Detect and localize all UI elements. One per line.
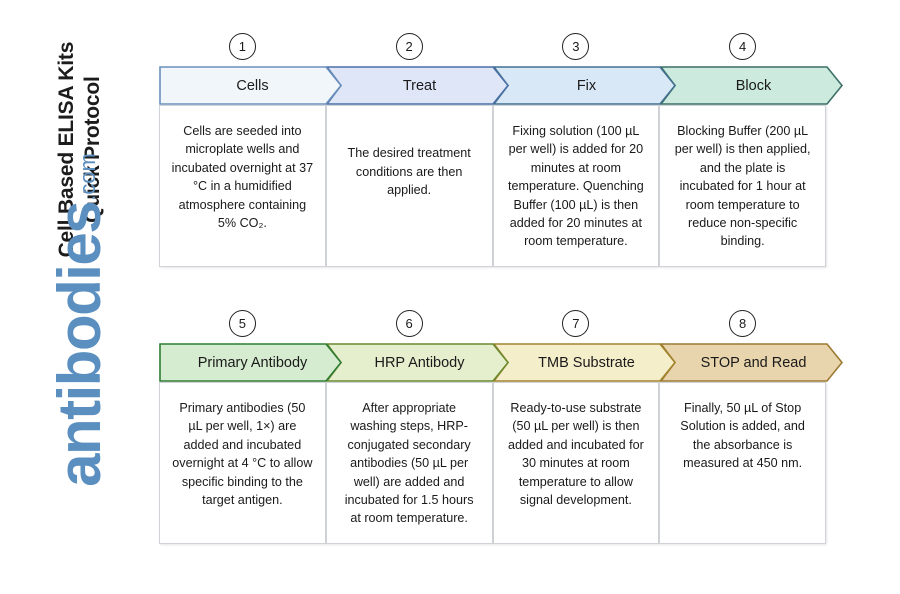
step-description-text: Fixing solution (100 µL per well) is add… [507, 124, 644, 249]
step-banner-label-8: STOP and Read [700, 354, 807, 371]
step-description-box-5: Primary antibodies (50 µL per well, 1×) … [159, 382, 326, 544]
step-description-text: Cells are seeded into microplate wells a… [171, 124, 314, 230]
step-number-strip: 1 2 3 4 [159, 30, 843, 66]
step-banner-1[interactable]: Cells [159, 66, 342, 105]
step-banner-label-7: TMB Substrate [538, 354, 635, 371]
page-title: Cell Based ELISA Kits Quick Protocol [0, 0, 160, 300]
step-number-badge-1: 1 [228, 33, 256, 60]
step-description-strip: Cells are seeded into microplate wells a… [159, 105, 826, 267]
step-banner-7[interactable]: TMB Substrate [493, 343, 676, 382]
step-description-text: The desired treatment conditions are the… [347, 146, 471, 198]
step-banner-4[interactable]: Block [660, 66, 843, 105]
step-number-value: 1 [238, 39, 246, 54]
step-description-box-8: Finally, 50 µL of Stop Solution is added… [659, 382, 826, 544]
step-banner-label-5: Primary Antibody [197, 354, 308, 371]
step-number-badge-7: 7 [562, 310, 590, 337]
step-banner-label-4: Block [735, 77, 772, 94]
step-description-text: Ready-to-use substrate (50 µL per well) … [507, 401, 644, 507]
step-number-value: 5 [238, 316, 246, 331]
step-number-badge-6: 6 [395, 310, 423, 337]
step-description-box-3: Fixing solution (100 µL per well) is add… [492, 105, 660, 267]
step-description-strip: Primary antibodies (50 µL per well, 1×) … [159, 382, 826, 544]
step-description-box-2: The desired treatment conditions are the… [325, 105, 493, 267]
step-banner-strip: Primary Antibody HRP Antibody TMB Substrat… [159, 343, 843, 382]
step-number-strip: 5 6 7 8 [159, 307, 843, 343]
step-description-text: Blocking Buffer (200 µL per well) is the… [674, 124, 811, 249]
step-number-value: 2 [405, 39, 413, 54]
step-banner-2[interactable]: Treat [326, 66, 509, 105]
step-banner-label-6: HRP Antibody [374, 354, 465, 371]
step-banner-label-1: Cells [236, 77, 269, 94]
step-description-text: After appropriate washing steps, HRP-con… [344, 401, 474, 526]
step-banner-label-2: Treat [402, 77, 437, 94]
step-number-badge-8: 8 [729, 310, 757, 337]
step-banner-8[interactable]: STOP and Read [660, 343, 843, 382]
chevron-shape-icon [159, 66, 342, 105]
page-title-line-1: Cell Based ELISA Kits [55, 42, 79, 258]
step-description-text: Finally, 50 µL of Stop Solution is added… [680, 401, 805, 471]
page-title-line-2: Quick Protocol [81, 76, 104, 224]
step-description-box-6: After appropriate washing steps, HRP-con… [325, 382, 493, 544]
step-banner-label-3: Fix [576, 77, 597, 94]
step-description-box-7: Ready-to-use substrate (50 µL per well) … [492, 382, 660, 544]
step-number-badge-3: 3 [562, 33, 590, 60]
watermark-tld-text: .com [75, 153, 100, 201]
step-number-badge-4: 4 [729, 33, 757, 60]
chevron-shape-icon [159, 343, 342, 382]
step-banner-3[interactable]: Fix [493, 66, 676, 105]
step-number-value: 8 [739, 316, 747, 331]
step-number-badge-5: 5 [228, 310, 256, 337]
step-banner-6[interactable]: HRP Antibody [326, 343, 509, 382]
step-description-box-1: Cells are seeded into microplate wells a… [159, 105, 326, 267]
step-description-box-4: Blocking Buffer (200 µL per well) is the… [659, 105, 826, 267]
step-banner-5[interactable]: Primary Antibody [159, 343, 342, 382]
protocol-flow-row-2: 5 6 7 8 Primary Antibody HRP Antibody TMB Sub… [159, 307, 843, 544]
protocol-flow-row-1: 1 2 3 4 Cells Treat Fix Block Cells are seeded… [159, 30, 843, 267]
watermark-brand-text: antibodies [46, 201, 113, 487]
step-number-value: 7 [572, 316, 580, 331]
step-number-value: 4 [739, 39, 747, 54]
step-number-badge-2: 2 [395, 33, 423, 60]
step-banner-strip: Cells Treat Fix Block [159, 66, 843, 105]
step-description-text: Primary antibodies (50 µL per well, 1×) … [172, 401, 313, 507]
step-number-value: 6 [405, 316, 413, 331]
step-number-value: 3 [572, 39, 580, 54]
